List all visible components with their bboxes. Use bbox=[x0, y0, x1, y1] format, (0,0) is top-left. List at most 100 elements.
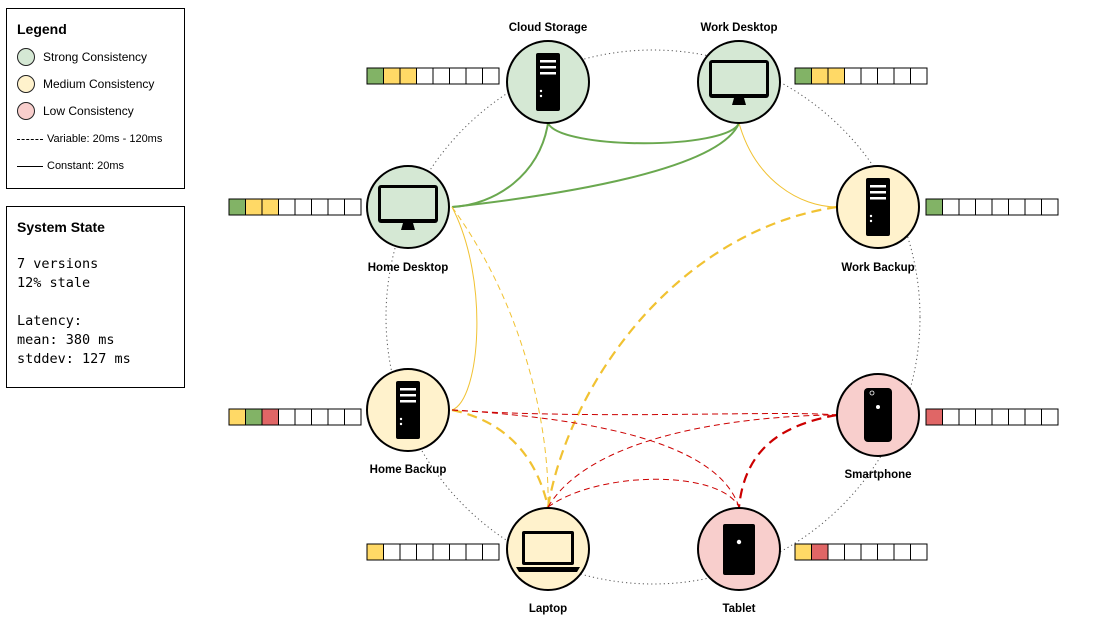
version-cell-empty bbox=[893, 67, 911, 85]
legend-item-low: Low Consistency bbox=[17, 101, 134, 121]
monitor-screen bbox=[381, 188, 435, 219]
legend-item-strong: Strong Consistency bbox=[17, 47, 147, 67]
node-tablet[interactable]: Tablet bbox=[697, 507, 781, 615]
legend-panel: Legend Strong Consistency Medium Consist… bbox=[6, 8, 185, 189]
power-led bbox=[399, 422, 403, 426]
version-cell-empty bbox=[416, 67, 434, 85]
apple-logo-icon bbox=[736, 539, 742, 545]
version-cell-green bbox=[794, 67, 812, 85]
legend-label: Low Consistency bbox=[43, 104, 134, 118]
smartphone-icon bbox=[864, 388, 892, 442]
link-laptop-tablet bbox=[547, 478, 740, 508]
node-laptop[interactable]: Laptop bbox=[506, 507, 590, 615]
version-cell-empty bbox=[1024, 198, 1042, 216]
laptop-base bbox=[516, 567, 580, 572]
version-cell-green bbox=[925, 198, 943, 216]
version-cell-empty bbox=[958, 198, 976, 216]
node-cloud[interactable]: Cloud Storage bbox=[506, 22, 590, 124]
drive-bay bbox=[870, 185, 886, 188]
version-cell-red bbox=[925, 408, 943, 426]
version-cell-empty bbox=[482, 67, 500, 85]
version-bar-cloud bbox=[366, 67, 500, 85]
drive-bay bbox=[870, 197, 886, 200]
version-cell-empty bbox=[893, 543, 911, 561]
drive-bay bbox=[400, 388, 416, 391]
link-smartphone-tablet bbox=[737, 413, 838, 508]
node-homedesk[interactable]: Home Desktop bbox=[366, 165, 450, 274]
strong-consistency-swatch bbox=[17, 48, 35, 66]
version-cell-empty bbox=[942, 408, 960, 426]
legend-label: Medium Consistency bbox=[43, 77, 155, 91]
drive-bay bbox=[400, 400, 416, 403]
version-bar-workbackup bbox=[925, 198, 1059, 216]
node-tablet-label: Tablet bbox=[722, 603, 755, 615]
monitor-stand bbox=[401, 223, 415, 230]
node-workbackup-label: Work Backup bbox=[841, 262, 914, 274]
links-layer bbox=[451, 122, 838, 508]
power-led bbox=[399, 417, 403, 421]
node-homebackup[interactable]: Home Backup bbox=[366, 368, 450, 476]
camera-dot bbox=[869, 390, 875, 396]
version-cell-empty bbox=[482, 543, 500, 561]
version-cell-empty bbox=[311, 408, 329, 426]
latency-stddev: stddev: 127 ms bbox=[17, 351, 131, 367]
node-smartphone[interactable]: Smartphone bbox=[836, 373, 920, 481]
version-cell-empty bbox=[278, 408, 296, 426]
node-homebackup-label: Home Backup bbox=[370, 464, 447, 476]
version-bar-tablet bbox=[794, 543, 928, 561]
drive-bay bbox=[400, 394, 416, 397]
version-cell-empty bbox=[1024, 408, 1042, 426]
power-led bbox=[869, 219, 873, 223]
system-state-panel: System State 7 versions 12% stale Latenc… bbox=[6, 206, 185, 388]
link-homedesk-laptop bbox=[451, 206, 549, 508]
link-cloud-workdesk bbox=[547, 122, 740, 145]
drive-bay bbox=[540, 66, 556, 69]
node-homedesk-label: Home Desktop bbox=[368, 262, 449, 274]
link-cloud-homedesk bbox=[451, 122, 549, 208]
stale-percent: 12% stale bbox=[17, 275, 91, 291]
version-cell-empty bbox=[327, 198, 345, 216]
node-laptop-label: Laptop bbox=[529, 603, 567, 615]
versions-count: 7 versions bbox=[17, 256, 99, 272]
legend-item-variable: Variable: 20ms - 120ms bbox=[17, 129, 162, 149]
drive-bay bbox=[870, 191, 886, 194]
version-cell-yellow bbox=[399, 67, 417, 85]
version-cell-yellow bbox=[245, 198, 263, 216]
version-cell-empty bbox=[1041, 198, 1059, 216]
version-bars-layer bbox=[228, 67, 1059, 561]
link-homedesk-homebackup bbox=[451, 206, 478, 411]
version-cell-empty bbox=[344, 198, 362, 216]
version-cell-empty bbox=[991, 408, 1009, 426]
version-cell-empty bbox=[278, 198, 296, 216]
medium-consistency-swatch bbox=[17, 75, 35, 93]
version-cell-empty bbox=[1008, 408, 1026, 426]
version-cell-green bbox=[245, 408, 263, 426]
version-cell-empty bbox=[383, 543, 401, 561]
version-cell-yellow bbox=[228, 408, 246, 426]
version-cell-empty bbox=[877, 67, 895, 85]
version-cell-empty bbox=[860, 67, 878, 85]
version-cell-yellow bbox=[827, 67, 845, 85]
version-cell-yellow bbox=[794, 543, 812, 561]
version-cell-empty bbox=[975, 198, 993, 216]
version-cell-empty bbox=[877, 543, 895, 561]
solid-line-swatch bbox=[17, 165, 43, 167]
node-workbackup[interactable]: Work Backup bbox=[836, 165, 920, 274]
version-cell-green bbox=[228, 198, 246, 216]
legend-label: Strong Consistency bbox=[43, 50, 148, 64]
version-cell-empty bbox=[975, 408, 993, 426]
version-cell-yellow bbox=[811, 67, 829, 85]
monitor-stand bbox=[732, 98, 746, 105]
version-cell-empty bbox=[465, 543, 483, 561]
link-homebackup-tablet bbox=[451, 409, 740, 508]
version-cell-empty bbox=[958, 408, 976, 426]
version-cell-empty bbox=[449, 67, 467, 85]
version-cell-empty bbox=[910, 543, 928, 561]
link-workdesk-workbackup bbox=[738, 122, 838, 208]
dashed-line-swatch bbox=[17, 138, 43, 140]
ring-outline bbox=[385, 49, 921, 585]
version-cell-empty bbox=[399, 543, 417, 561]
node-workdesk[interactable]: Work Desktop bbox=[697, 22, 781, 124]
version-cell-red bbox=[261, 408, 279, 426]
